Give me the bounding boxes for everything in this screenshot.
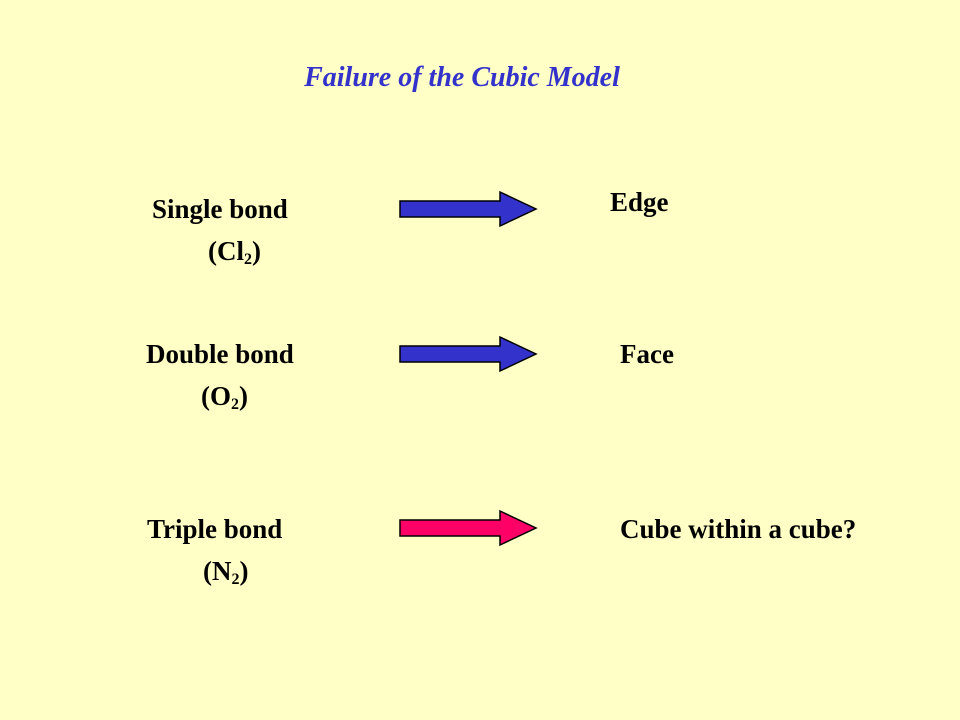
o2-formula: (O2) (201, 381, 249, 413)
arrow-right-icon (399, 509, 538, 547)
formula-open: ( (201, 381, 210, 411)
formula-close: ) (239, 556, 249, 586)
formula-open: ( (203, 556, 212, 586)
double-bond-label: Double bond (146, 339, 294, 369)
face-result: Face (620, 339, 674, 369)
formula-subscript: 2 (231, 571, 240, 588)
cube-within-cube-result: Cube within a cube? (620, 514, 857, 544)
arrow-shape (399, 190, 538, 228)
formula-close: ) (239, 381, 249, 411)
arrow-shape (399, 509, 538, 547)
arrow-shape (399, 335, 538, 373)
formula-subscript: 2 (244, 251, 252, 268)
formula-open: ( (208, 236, 217, 266)
arrow-right-icon (399, 190, 538, 228)
formula-element: Cl (217, 236, 244, 266)
formula-close: ) (252, 236, 261, 266)
edge-result: Edge (610, 187, 669, 217)
single-bond-label: Single bond (152, 194, 288, 224)
arrow-right-icon (399, 335, 538, 373)
formula-element: N (212, 556, 232, 586)
formula-subscript: 2 (231, 396, 240, 413)
slide-title: Failure of the Cubic Model (304, 62, 620, 93)
triple-bond-label: Triple bond (147, 514, 283, 544)
formula-element: O (210, 381, 232, 411)
cl2-formula: (Cl2) (208, 236, 261, 268)
n2-formula: (N2) (203, 556, 249, 588)
